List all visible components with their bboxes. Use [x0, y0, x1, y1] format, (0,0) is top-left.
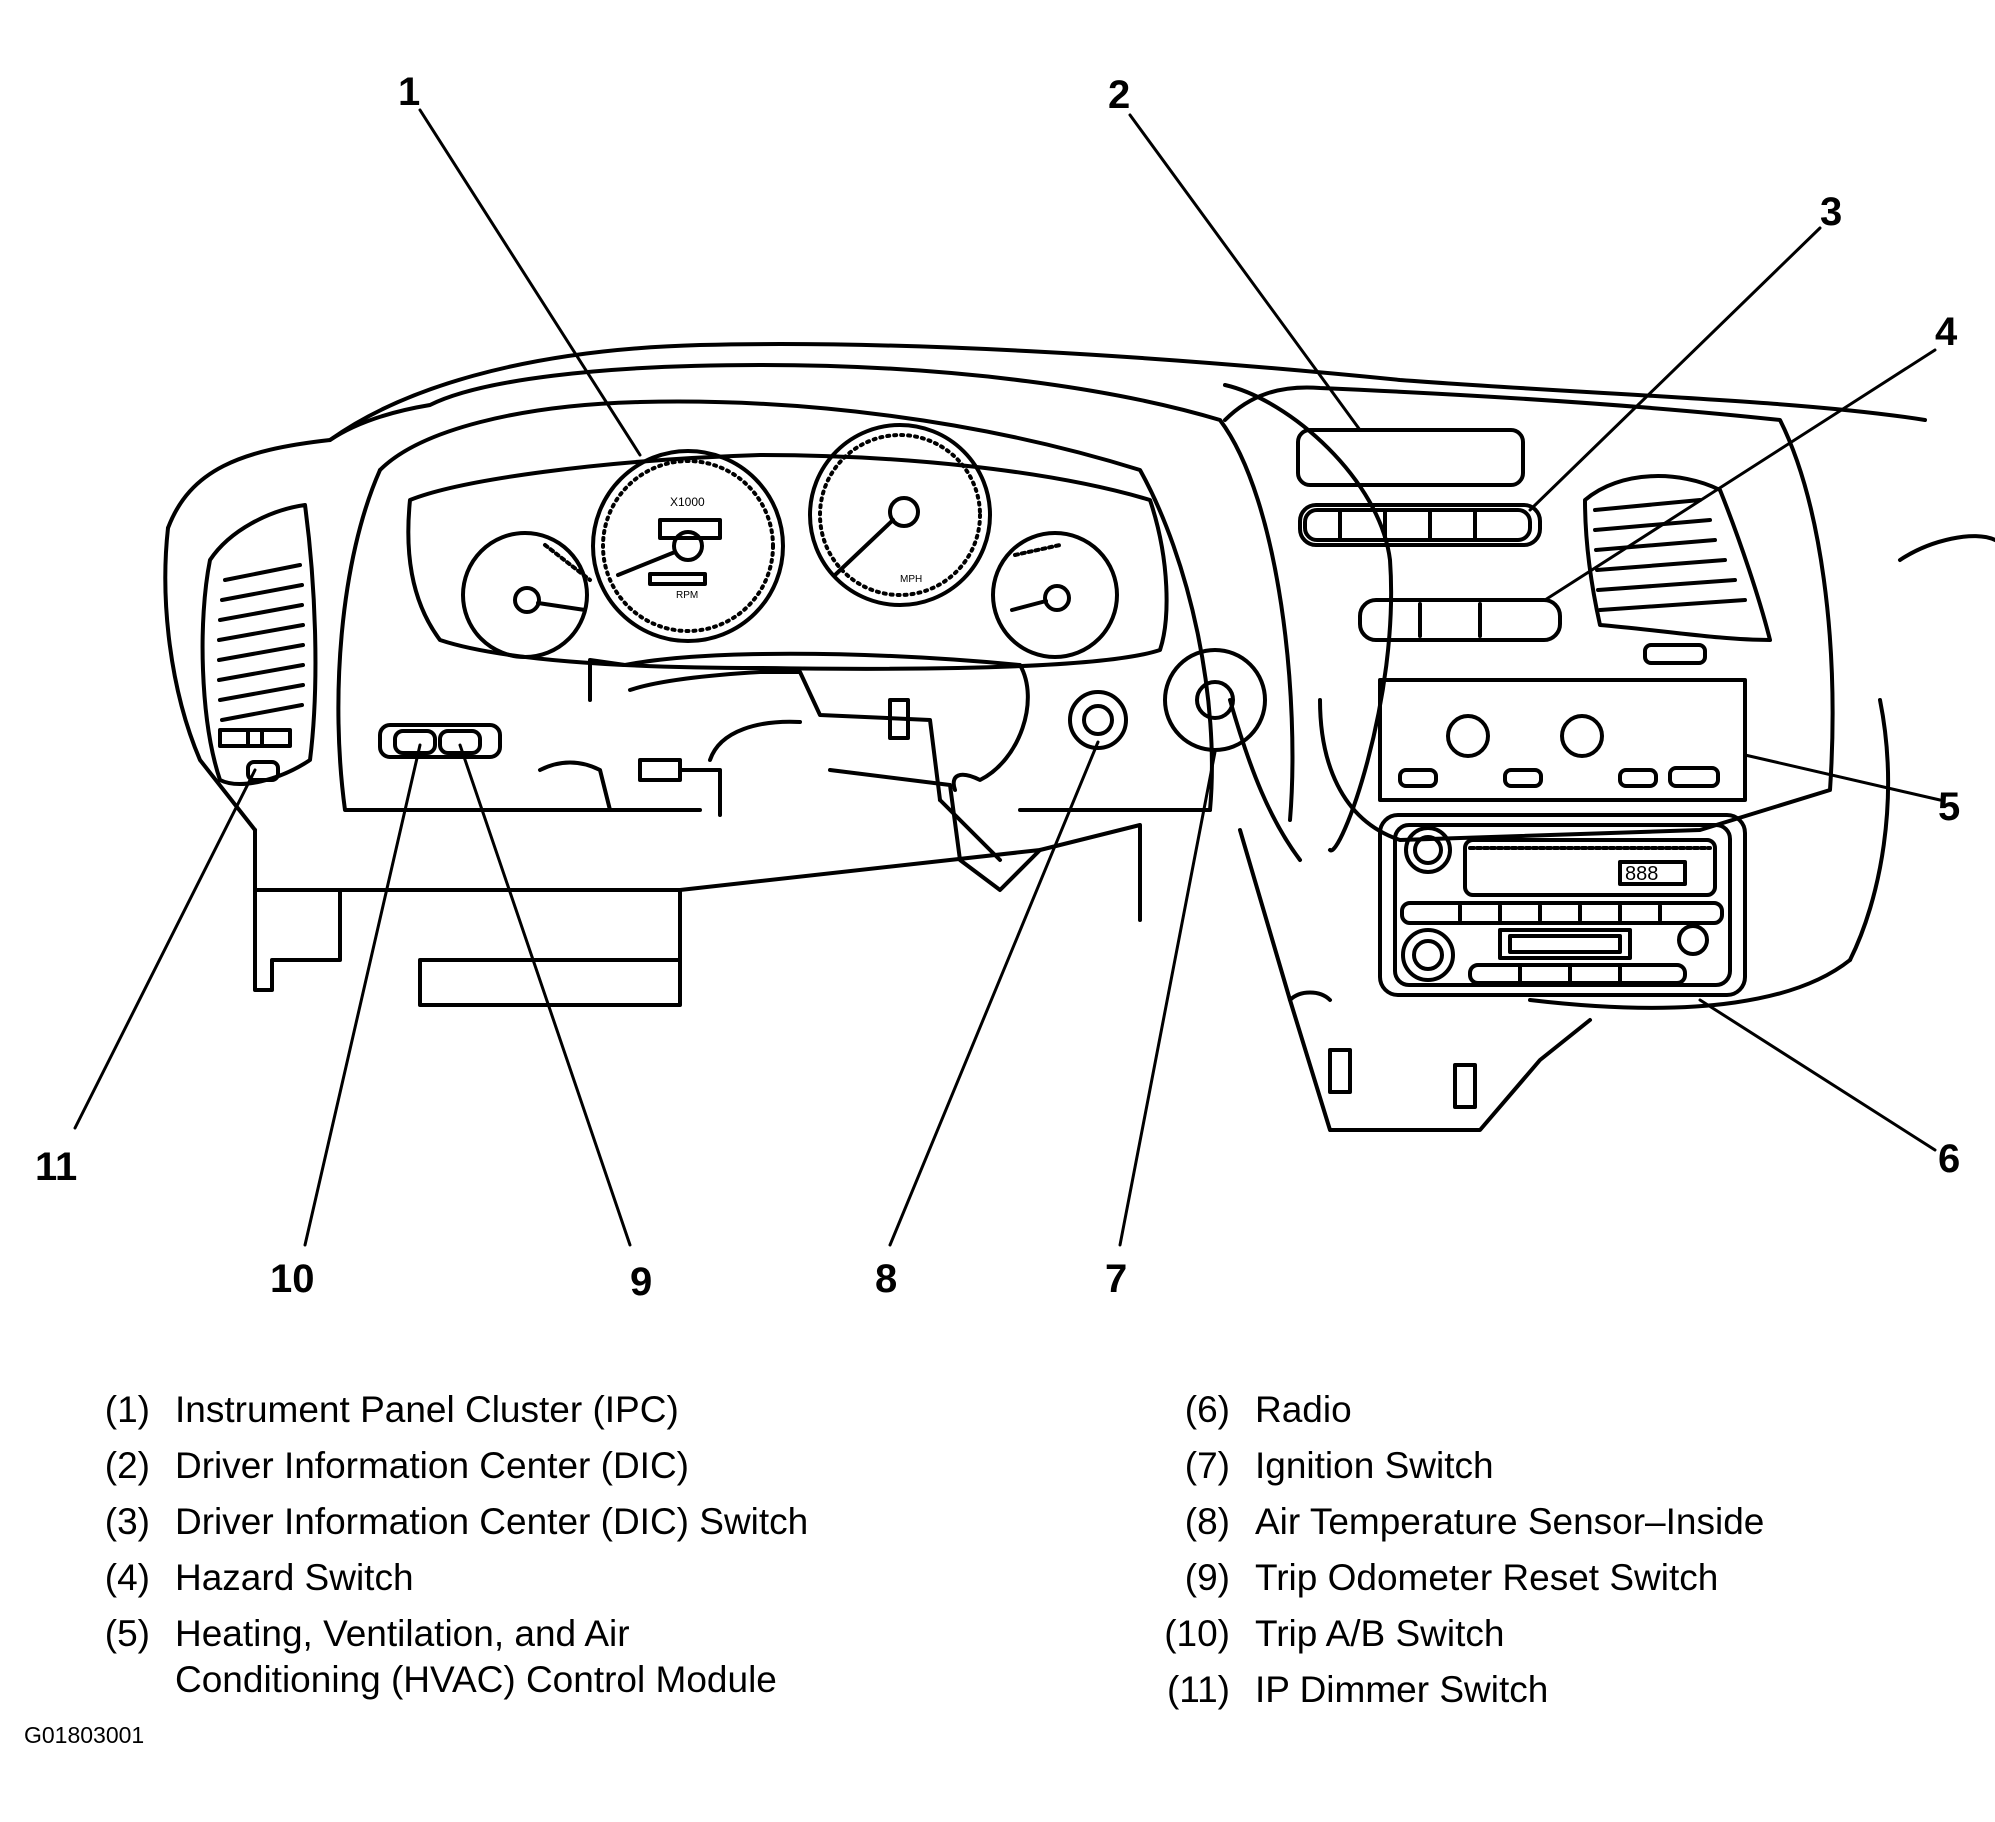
- legend-number: (3): [104, 1501, 150, 1542]
- legend-item: (4) Hazard Switch: [40, 1550, 940, 1606]
- legend-right: (6) Radio (7) Ignition Switch (8) Air Te…: [1120, 1382, 1980, 1718]
- trip-switch-pod: [378, 723, 502, 759]
- leader-line-6: [1698, 998, 1937, 1152]
- legend-text: Instrument Panel Cluster (IPC): [175, 1389, 679, 1430]
- leader-line-10: [303, 743, 422, 1247]
- lower-tab-left: [1328, 1048, 1352, 1094]
- leader-line-7: [1118, 750, 1217, 1247]
- callout-2: 2: [1108, 73, 1130, 117]
- legend-left: (1) Instrument Panel Cluster (IPC) (2) D…: [40, 1382, 940, 1718]
- instrument-panel-diagram: X1000 RPM MPH: [35, 70, 1995, 1304]
- figure-id: G01803001: [24, 1722, 145, 1748]
- left-air-vent: [200, 503, 318, 786]
- legend-item: (2) Driver Information Center (DIC): [40, 1438, 940, 1494]
- legend-text: Radio: [1255, 1389, 1352, 1430]
- legend-number: (5): [104, 1613, 150, 1654]
- temperature-gauge: [991, 531, 1119, 659]
- legend-text: Ignition Switch: [1255, 1445, 1494, 1486]
- legend-item: (11) IP Dimmer Switch: [1120, 1662, 1980, 1718]
- ignition-switch: [1163, 648, 1267, 752]
- cluster-hood: [328, 363, 1295, 822]
- speedometer: MPH: [808, 423, 992, 607]
- center-stack: [1223, 385, 1835, 842]
- ip-dimmer-switch: [246, 760, 280, 782]
- leader-line-2: [1128, 113, 1362, 432]
- dashboard-outline: [163, 342, 1995, 1132]
- callout-7: 7: [1105, 1257, 1127, 1301]
- legend-item: (6) Radio: [1120, 1382, 1980, 1438]
- fuel-gauge: [461, 531, 592, 659]
- leader-line-8: [888, 740, 1100, 1247]
- legend-number: (9): [1184, 1557, 1230, 1598]
- legend-number: (2): [104, 1445, 150, 1486]
- air-temperature-sensor: [1068, 690, 1128, 750]
- legend-number: (1): [104, 1389, 150, 1430]
- trip-ab-switch: [393, 729, 437, 755]
- legend-number: (7): [1184, 1445, 1230, 1486]
- tachometer: X1000 RPM: [591, 449, 785, 643]
- callout-9: 9: [630, 1260, 652, 1304]
- leader-line-4: [1543, 348, 1937, 602]
- legend-number: (11): [1166, 1669, 1230, 1710]
- leader-line-3: [1528, 226, 1822, 512]
- leader-line-9: [458, 743, 632, 1247]
- legend-text: Hazard Switch: [175, 1557, 414, 1598]
- steering-column-opening: [538, 651, 1042, 892]
- leader-line-1: [418, 108, 642, 457]
- radio: 888: [1378, 813, 1747, 997]
- callout-4: 4: [1935, 310, 1958, 354]
- radio-display-text: 888: [1625, 863, 1658, 885]
- tach-unit-label: RPM: [676, 590, 698, 601]
- legend-text: IP Dimmer Switch: [1255, 1669, 1549, 1710]
- legend-number: (10): [1164, 1613, 1230, 1654]
- legend-text: Trip A/B Switch: [1255, 1613, 1505, 1654]
- legend-text-continued: Conditioning (HVAC) Control Module: [175, 1659, 777, 1700]
- legend-item: (9) Trip Odometer Reset Switch: [1120, 1550, 1980, 1606]
- trip-odometer-reset-switch: [438, 729, 482, 755]
- callout-8: 8: [875, 1257, 897, 1301]
- legend-number: (6): [1184, 1389, 1230, 1430]
- legend-item: (7) Ignition Switch: [1120, 1438, 1980, 1494]
- leader-line-11: [73, 768, 257, 1130]
- legend-text: Heating, Ventilation, and Air: [175, 1613, 630, 1654]
- legend-item: (10) Trip A/B Switch: [1120, 1606, 1980, 1662]
- legend-text: Driver Information Center (DIC) Switch: [175, 1501, 809, 1542]
- leader-line-5: [1743, 753, 1942, 802]
- lower-tab-right: [1453, 1063, 1477, 1109]
- legend-text: Trip Odometer Reset Switch: [1255, 1557, 1719, 1598]
- right-air-vent: [1583, 474, 1772, 665]
- tach-scale-label: X1000: [670, 495, 705, 509]
- callout-numbers: 1 2 3 4 5 6 7 8 9 10 11: [35, 70, 1960, 1304]
- callout-3: 3: [1820, 190, 1842, 234]
- legend-text: Driver Information Center (DIC): [175, 1445, 690, 1486]
- callout-10: 10: [270, 1257, 315, 1301]
- speedo-unit-label: MPH: [900, 574, 922, 585]
- legend-item: (3) Driver Information Center (DIC) Swit…: [40, 1494, 940, 1550]
- legend-text: Air Temperature Sensor–Inside: [1255, 1501, 1765, 1542]
- hvac-control-module: [1378, 678, 1747, 802]
- callout-5: 5: [1938, 785, 1960, 829]
- callout-11: 11: [35, 1145, 77, 1189]
- legend-item: (8) Air Temperature Sensor–Inside: [1120, 1494, 1980, 1550]
- legend-number: (4): [104, 1557, 150, 1598]
- leader-lines: [73, 108, 1942, 1247]
- dic-display: [1296, 428, 1525, 487]
- callout-6: 6: [1938, 1137, 1960, 1181]
- legend-number: (8): [1184, 1501, 1230, 1542]
- dic-switch-buttons: [1303, 508, 1532, 542]
- legend-item: (1) Instrument Panel Cluster (IPC): [40, 1382, 940, 1438]
- legend-item: (5) Heating, Ventilation, and Air Condit…: [40, 1606, 940, 1718]
- hazard-switch: [1358, 598, 1562, 642]
- callout-1: 1: [398, 70, 420, 114]
